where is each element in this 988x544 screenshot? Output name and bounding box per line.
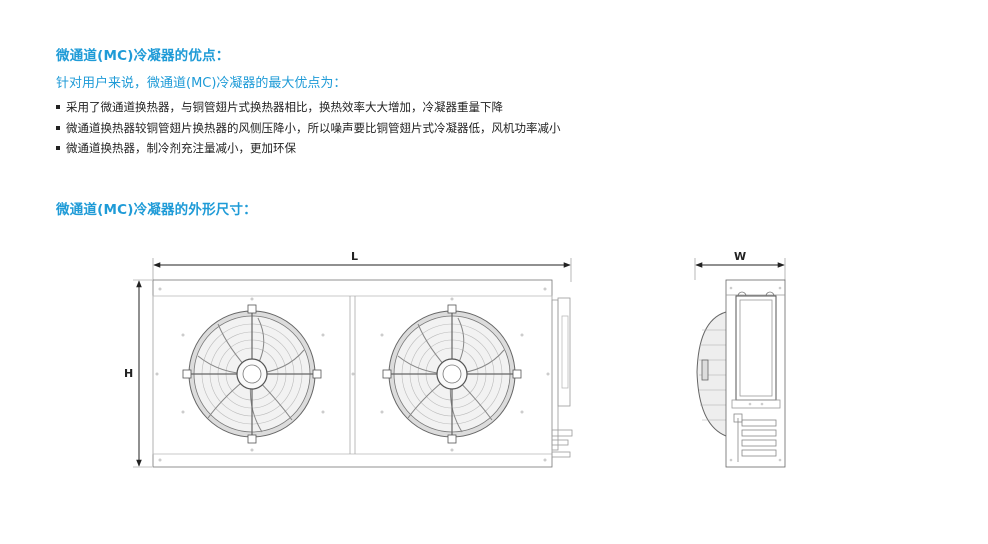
advantage-item-3: 微通道换热器，制冷剂充注量减小，更加环保 — [56, 138, 561, 159]
length-dimension — [152, 258, 572, 282]
width-label: W — [734, 250, 747, 263]
side-view — [696, 279, 786, 468]
advantages-subheading: 针对用户来说，微通道(MC)冷凝器的最大优点为： — [56, 76, 347, 91]
fan-right — [382, 304, 522, 444]
advantage-item-1: 采用了微通道换热器，与铜管翅片式换热器相比，换热效率大大增加，冷凝器重量下降 — [56, 97, 561, 118]
dimensions-heading: 微通道(MC)冷凝器的外形尺寸： — [56, 202, 257, 218]
advantages-heading: 微通道(MC)冷凝器的优点： — [56, 48, 230, 64]
height-label: H — [124, 367, 134, 380]
advantages-list: 采用了微通道换热器，与铜管翅片式换热器相比，换热效率大大增加，冷凝器重量下降 微… — [56, 97, 561, 159]
advantage-item-2: 微通道换热器较铜管翅片换热器的风侧压降小，所以噪声要比铜管翅片式冷凝器低，风机功… — [56, 118, 561, 139]
height-dimension — [133, 279, 152, 468]
fan-left — [182, 304, 322, 444]
length-label: L — [351, 250, 359, 263]
width-dimension — [694, 258, 786, 280]
